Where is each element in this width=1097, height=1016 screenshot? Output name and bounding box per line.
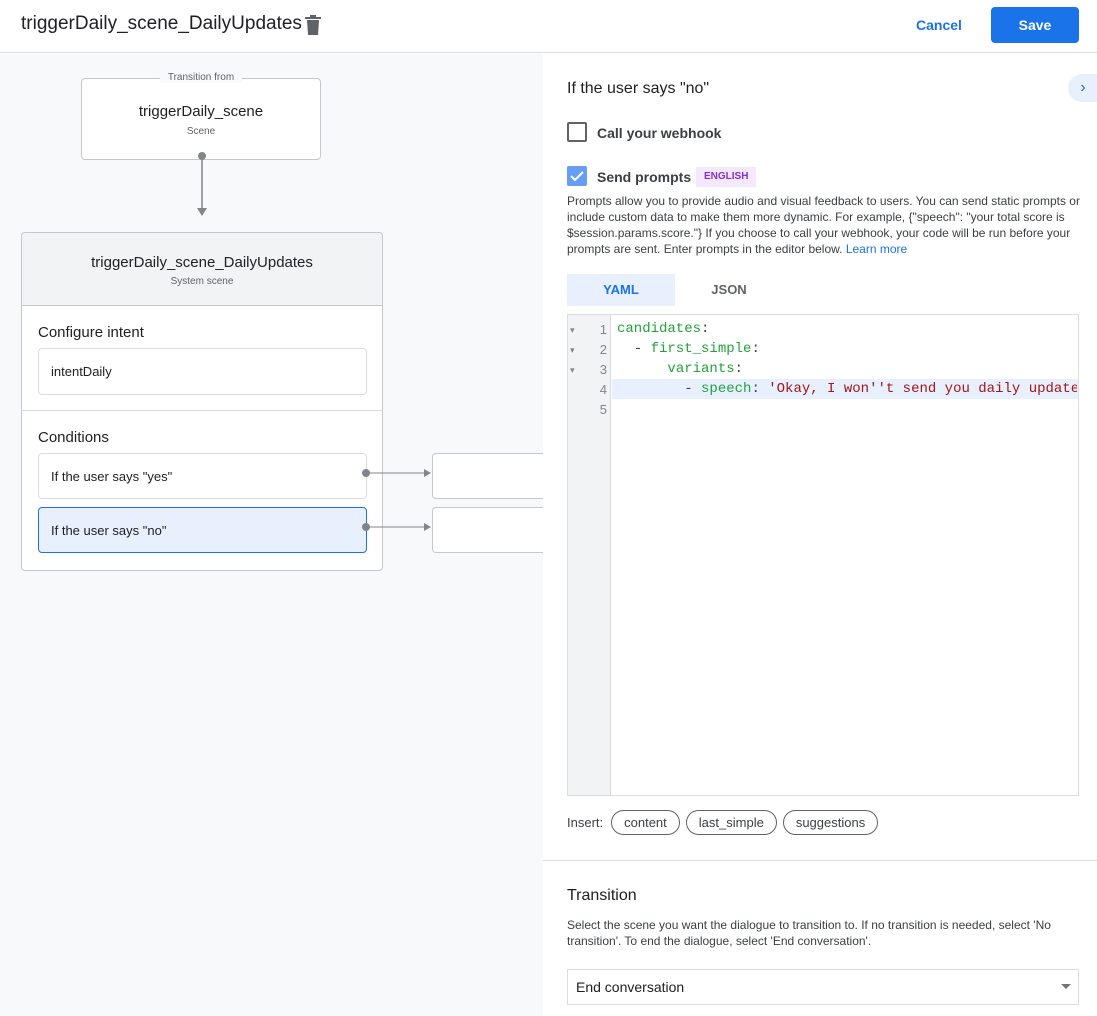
line-number: ▾2: [568, 340, 611, 360]
save-button[interactable]: Save: [991, 7, 1079, 43]
cancel-button[interactable]: Cancel: [904, 8, 974, 42]
conditions-label: Conditions: [38, 429, 109, 446]
transition-description: Select the scene you want the dialogue t…: [567, 918, 1051, 948]
webhook-label: Call your webhook: [597, 125, 722, 141]
yaml-sep: :: [734, 361, 744, 377]
condition-label: If the user says "no": [51, 522, 167, 538]
yes-target-node[interactable]: [432, 453, 543, 499]
editor-gutter: [568, 315, 611, 795]
language-badge: ENGLISH: [696, 167, 757, 187]
to-scene-type: System scene: [170, 276, 234, 287]
line-number: ▾1: [568, 320, 611, 340]
yaml-indent: [617, 361, 667, 377]
page-title: triggerDaily_scene_DailyUpdates: [21, 13, 302, 34]
line-number: 5: [599, 402, 607, 417]
code-line: - speech: 'Okay, I won''t send you daily…: [617, 379, 1077, 399]
prompts-description: Prompts allow you to provide audio and v…: [567, 193, 1082, 257]
condition-yes[interactable]: If the user says "yes": [38, 453, 367, 499]
yaml-sep: :: [751, 381, 769, 397]
description-text: Prompts allow you to provide audio and v…: [567, 194, 1080, 256]
code-editor[interactable]: ▾1▾2▾3 4 5 candidates: - first_simple: var…: [567, 314, 1079, 796]
transition-heading: Transition: [567, 887, 637, 904]
fold-arrow-icon[interactable]: ▾: [570, 345, 575, 355]
code-line: - first_simple:: [617, 339, 760, 359]
transition-to-node: triggerDaily_scene_DailyUpdates System s…: [21, 232, 383, 571]
insert-row: Insert: content last_simple suggestions: [567, 810, 884, 835]
configure-intent-label: Configure intent: [38, 324, 144, 341]
send-prompts-checkbox[interactable]: [567, 166, 587, 186]
yaml-key: candidates: [617, 321, 702, 337]
header-bar: triggerDaily_scene_DailyUpdates Cancel S…: [0, 0, 1097, 53]
yaml-sep: :: [751, 341, 760, 357]
insert-chip-last-simple[interactable]: last_simple: [685, 810, 777, 835]
fold-arrow-icon[interactable]: ▾: [570, 365, 575, 375]
webhook-checkbox[interactable]: [567, 122, 587, 142]
code-line: candidates:: [617, 319, 709, 339]
transition-selected-value: End conversation: [576, 979, 685, 995]
insert-chip-suggestions[interactable]: suggestions: [782, 810, 879, 835]
code-line: variants:: [617, 359, 743, 379]
line-number: 4: [599, 382, 607, 397]
insert-label: Insert:: [567, 815, 604, 830]
yaml-indent: -: [617, 381, 702, 397]
yaml-key: first_simple: [650, 341, 752, 357]
intent-name: intentDaily: [51, 364, 112, 379]
transition-from-legend: Transition from: [159, 72, 243, 83]
panel-heading: If the user says "no": [567, 80, 710, 97]
condition-no[interactable]: If the user says "no": [38, 507, 367, 553]
transition-from-node[interactable]: triggerDaily_scene Scene: [81, 78, 321, 160]
transition-arrow: [197, 152, 207, 216]
scene-header[interactable]: triggerDaily_scene_DailyUpdates System s…: [22, 233, 382, 306]
send-prompts-label: Send prompts: [597, 169, 692, 185]
yaml-key: variants: [667, 361, 735, 377]
condition-arrows: [362, 469, 431, 531]
fold-arrow-icon[interactable]: ▾: [570, 325, 575, 335]
yaml-sep: :: [701, 321, 710, 337]
from-scene-type: Scene: [186, 126, 216, 137]
from-scene-name: triggerDaily_scene: [138, 103, 264, 120]
active-line-highlight: [612, 379, 1078, 399]
insert-chip-content[interactable]: content: [611, 810, 680, 835]
yaml-value: 'Okay, I won''t send you daily update: [768, 381, 1077, 397]
divider: [22, 410, 382, 411]
trash-icon[interactable]: [305, 15, 321, 35]
yaml-key: speech: [701, 381, 752, 397]
check-icon: [570, 171, 584, 182]
to-scene-name: triggerDaily_scene_DailyUpdates: [91, 254, 313, 271]
dropdown-arrow-icon: [1061, 984, 1071, 989]
transition-select[interactable]: End conversation: [567, 969, 1079, 1005]
condition-label: If the user says "yes": [51, 468, 173, 484]
yaml-indent: -: [617, 341, 651, 357]
scene-canvas[interactable]: triggerDaily_scene Scene Transition from…: [0, 54, 543, 1016]
divider: [543, 860, 1097, 861]
tab-yaml[interactable]: YAML: [567, 274, 675, 306]
collapse-panel-chevron-icon[interactable]: ›: [1068, 74, 1097, 102]
tab-json[interactable]: JSON: [711, 282, 747, 297]
condition-panel: › If the user says "no" Call your webhoo…: [543, 54, 1097, 1016]
intent-item[interactable]: intentDaily: [38, 348, 367, 395]
learn-more-link[interactable]: Learn more: [845, 242, 908, 256]
line-number: ▾3: [568, 360, 611, 380]
no-target-node[interactable]: [432, 507, 543, 553]
